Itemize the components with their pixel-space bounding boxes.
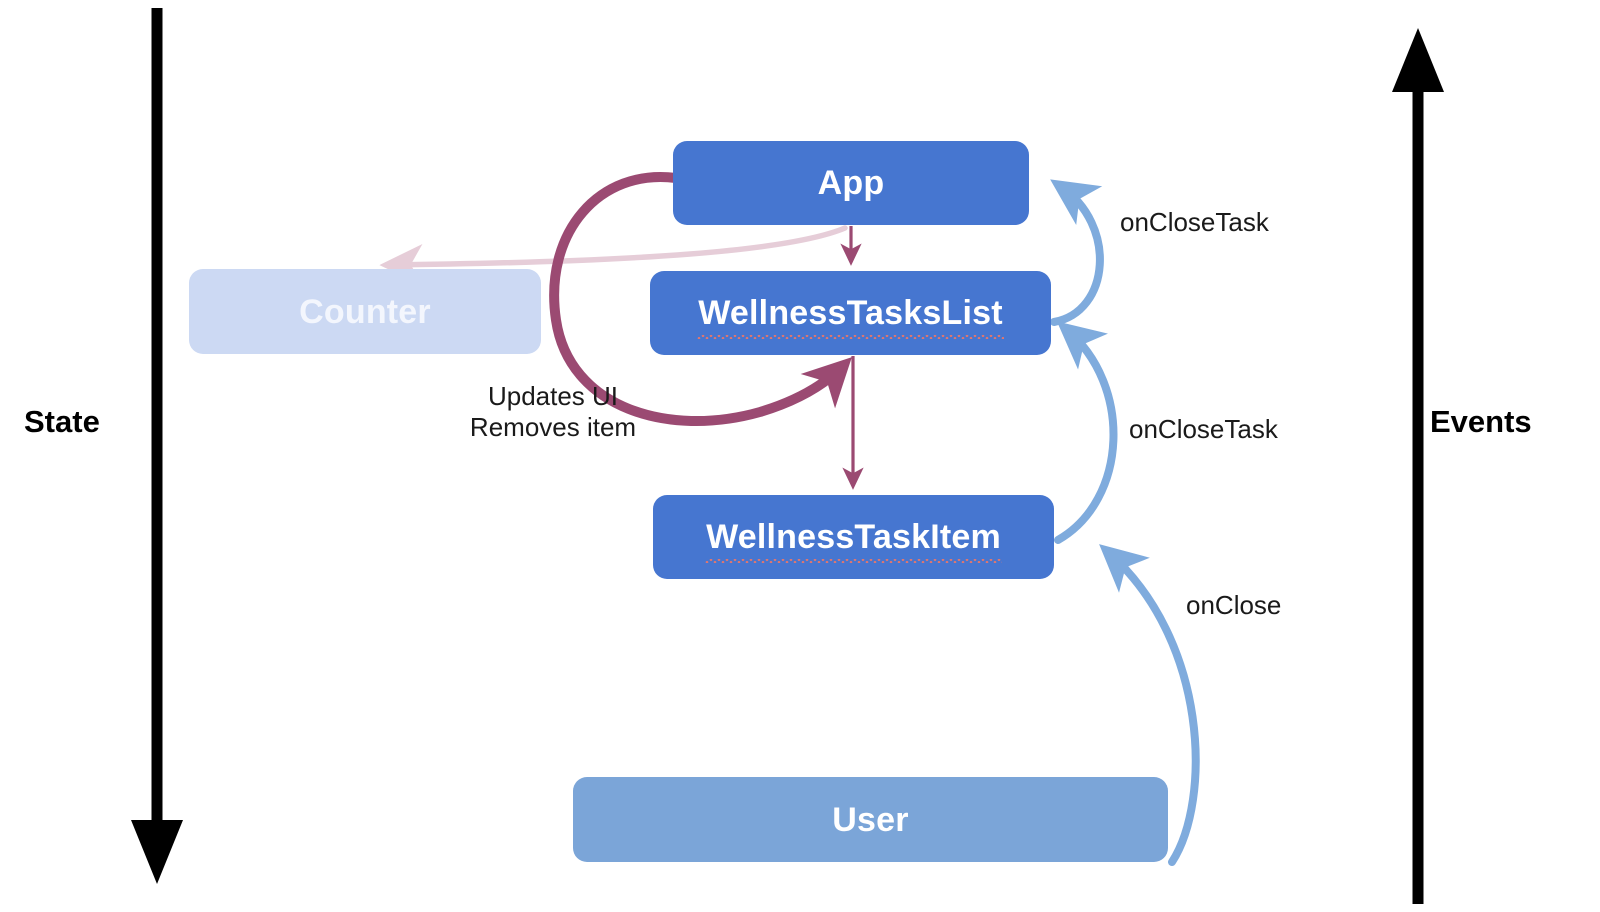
node-counter[interactable]: Counter [189, 269, 541, 354]
edge-label-updates-ui-line1: Updates UI [487, 381, 619, 411]
events-axis-arrow [1392, 28, 1444, 904]
edge-list-to-app [1050, 179, 1104, 326]
node-wellness-tasks-list-label: WellnessTasksList [697, 294, 1004, 339]
axis-label-events: Events [1430, 404, 1532, 439]
node-wellness-task-item[interactable]: WellnessTaskItem [653, 495, 1054, 579]
node-app[interactable]: App [673, 141, 1029, 225]
state-axis-arrow [131, 8, 183, 884]
edge-label-updates-ui-line2: Removes item [469, 411, 637, 442]
node-counter-label: Counter [299, 292, 431, 331]
edge-label-on-close-task-lower: onCloseTask [1129, 414, 1278, 444]
axis-label-state: State [24, 404, 100, 439]
node-wellness-task-item-label: WellnessTaskItem [705, 518, 1002, 563]
edge-item-to-list [1054, 321, 1118, 544]
node-wellness-tasks-list[interactable]: WellnessTasksList [650, 271, 1051, 355]
edge-label-on-close: onClose [1186, 590, 1282, 620]
node-user-label: User [832, 800, 909, 839]
edge-label-on-close-task-upper: onCloseTask [1120, 207, 1269, 237]
edge-app-to-counter [379, 225, 848, 286]
edge-label-updates-ui: Updates UI Removes item [453, 381, 653, 442]
node-app-label: App [817, 164, 885, 202]
node-user[interactable]: User [573, 777, 1168, 862]
